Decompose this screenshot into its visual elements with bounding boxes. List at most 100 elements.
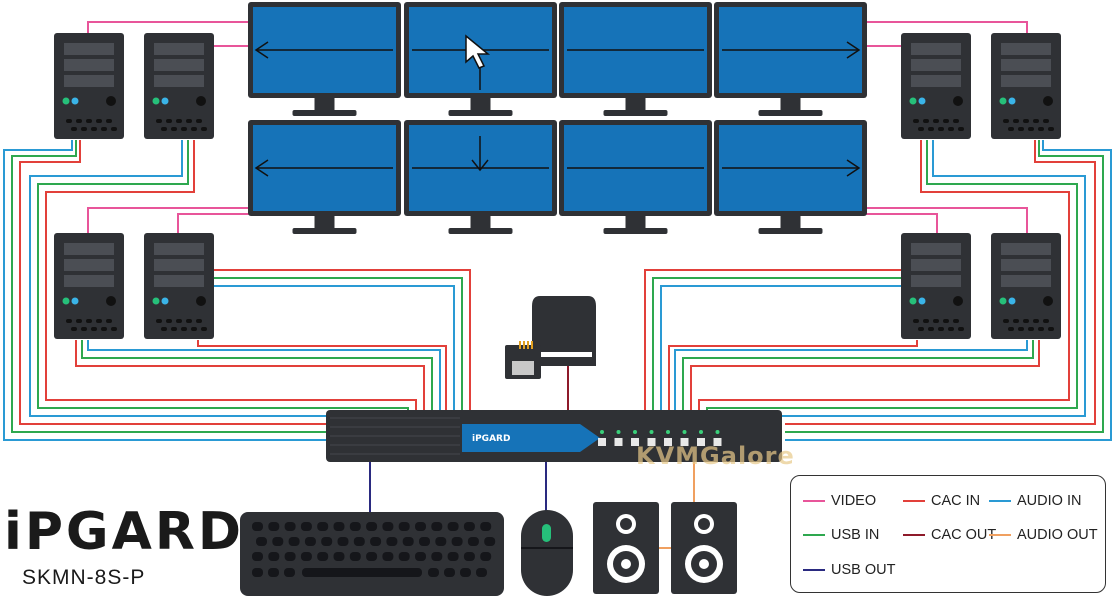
drive-bay [154,75,204,87]
vent-slot [111,127,117,131]
legend-item-cac-out: CAC OUT [903,527,996,543]
monitor-neck [780,98,801,112]
vent-slot [166,119,172,123]
computer-tower [54,233,124,339]
legend-label: AUDIO IN [1017,493,1082,509]
vent-slot [958,127,964,131]
vent-slot [918,127,924,131]
monitor [248,120,401,234]
activity-led-icon [918,97,926,105]
power-led-icon [999,97,1007,105]
vent-slot [176,119,182,123]
vent-slot [81,327,87,331]
monitor-neck [314,216,335,230]
legend-item-audio-out: AUDIO OUT [989,527,1098,543]
drive-bay [911,243,961,255]
power-button-icon [953,96,963,106]
vent-slot [201,327,207,331]
drive-bay [1001,43,1051,55]
monitor-neck [470,98,491,112]
port-select-button [647,438,656,446]
mirrored-cable [660,285,901,410]
vent-slot [1028,327,1034,331]
vent-slot [171,127,177,131]
peripheral-group [240,296,737,596]
power-led-icon [62,97,70,105]
power-button-icon [953,296,963,306]
card-contact [531,341,533,349]
speaker-icon [671,502,737,594]
legend-label: USB OUT [831,562,896,578]
key [484,537,496,546]
watermark: KVMGalore [636,442,795,470]
legend-item-cac-in: CAC IN [903,493,980,509]
audio-in-cable [214,285,455,410]
activity-led-icon [918,297,926,305]
monitor-base [603,228,668,234]
vent-slot [161,327,167,331]
key [447,522,459,531]
mirrored-cable [785,140,1096,425]
monitor-base [758,228,823,234]
legend-label: USB IN [831,527,880,543]
model-number: SKMN-8S-P [22,566,146,589]
key [321,537,333,546]
cac-in-cable [197,340,447,410]
vent-slot [1018,327,1024,331]
key [435,537,447,546]
vent-slot [161,127,167,131]
cac-in-cable [19,140,330,425]
arrow-head-icon [846,41,861,59]
vent-slot [913,119,919,123]
vent-slot [948,327,954,331]
cac-in-cable [214,269,471,410]
vent-slot [1023,119,1029,123]
keyboard-icon [240,512,504,596]
legend-item-usb-out: USB OUT [803,562,895,578]
space-bar [302,568,422,577]
monitor-wall [248,2,867,234]
drive-bay [1001,275,1051,287]
vent-slot [1003,119,1009,123]
port-select-button [598,438,606,446]
vent-slot [1013,319,1019,323]
vent-slot [106,319,112,323]
mouse-wheel [542,524,551,542]
key [317,522,329,531]
key [366,552,378,561]
power-button-icon [106,296,116,306]
monitor [559,2,712,116]
key [415,522,426,531]
key [415,552,426,561]
activity-led-icon [1008,297,1016,305]
key [333,522,345,531]
monitor-neck [780,216,801,230]
key [284,568,295,577]
key [256,537,267,546]
legend-item-audio-in: AUDIO IN [989,493,1081,509]
legend-item-video: VIDEO [803,493,876,509]
vent-slot [181,127,187,131]
drive-bay [911,59,961,71]
power-button-icon [1043,296,1053,306]
vent-slot [201,127,207,131]
port-select-button [697,438,705,446]
drive-bay [911,259,961,271]
legend-swatch [803,500,825,502]
monitor [714,2,867,116]
vent-slot [928,127,934,131]
key [431,522,443,531]
drive-bay [1001,243,1051,255]
legend-label: CAC OUT [931,527,997,543]
key [284,522,296,531]
mirrored-cable [865,213,938,236]
key [402,537,414,546]
port-led-icon [715,430,720,434]
usb-in-cable [214,277,463,410]
vent-slot [71,127,77,131]
key [447,552,459,561]
port-select-button [664,438,672,446]
vent-slot [76,119,82,123]
computer-tower [144,233,214,339]
